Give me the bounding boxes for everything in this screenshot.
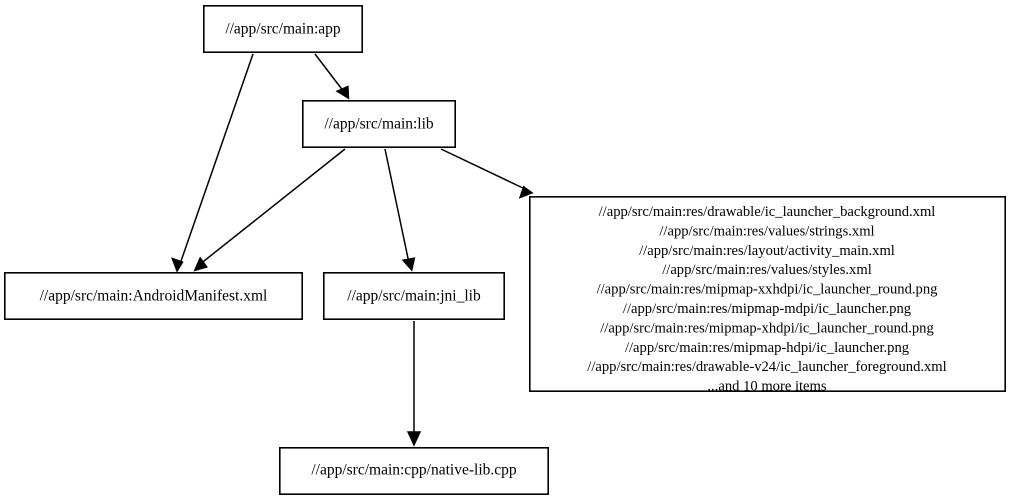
resource-line: //app/src/main:res/values/styles.xml bbox=[662, 262, 872, 278]
node-app[interactable]: //app/src/main:app bbox=[203, 5, 363, 54]
node-jni-lib[interactable]: //app/src/main:jni_lib bbox=[322, 271, 505, 320]
node-android-manifest-box[interactable] bbox=[4, 271, 303, 320]
node-native-lib-cpp[interactable]: //app/src/main:cpp/native-lib.cpp bbox=[278, 446, 549, 495]
arrowhead-icon bbox=[170, 257, 184, 273]
edge-lib-to-resources bbox=[440, 148, 534, 199]
node-lib-box[interactable] bbox=[301, 100, 456, 149]
node-app-label: //app/src/main:app bbox=[225, 21, 341, 38]
edge-line bbox=[198, 148, 346, 266]
resource-line: //app/src/main:res/mipmap-xxhdpi/ic_laun… bbox=[597, 282, 939, 298]
edge-layer bbox=[170, 53, 534, 447]
arrowhead-icon bbox=[406, 431, 422, 447]
resource-line: //app/src/main:res/drawable/ic_launcher_… bbox=[599, 204, 936, 220]
node-lib-label: //app/src/main:lib bbox=[324, 116, 434, 133]
node-lib[interactable]: //app/src/main:lib bbox=[301, 100, 456, 149]
edge-line bbox=[314, 53, 345, 93]
node-resources-cluster[interactable]: //app/src/main:res/drawable/ic_launcher_… bbox=[528, 196, 1006, 395]
edge-line bbox=[384, 148, 410, 264]
edge-app-to-manifest bbox=[170, 53, 254, 273]
resource-line: ...and 10 more items bbox=[707, 379, 826, 395]
node-native-lib-cpp-label: //app/src/main:cpp/native-lib.cpp bbox=[311, 462, 517, 479]
node-resources-cluster-lines: //app/src/main:res/drawable/ic_launcher_… bbox=[587, 204, 946, 395]
resource-line: //app/src/main:res/layout/activity_main.… bbox=[639, 243, 895, 259]
edge-line bbox=[179, 53, 254, 265]
node-layer: //app/src/main:app //app/src/main:lib //… bbox=[4, 5, 1006, 495]
node-resources-cluster-box[interactable] bbox=[528, 196, 1006, 392]
arrowhead-icon bbox=[401, 257, 416, 272]
node-jni-lib-box[interactable] bbox=[322, 271, 505, 320]
node-jni-lib-label: //app/src/main:jni_lib bbox=[347, 288, 481, 305]
edge-app-to-lib bbox=[314, 53, 350, 100]
node-app-box[interactable] bbox=[203, 5, 363, 54]
arrowhead-icon bbox=[335, 85, 350, 100]
edge-lib-to-manifest bbox=[193, 148, 346, 272]
node-android-manifest[interactable]: //app/src/main:AndroidManifest.xml bbox=[4, 271, 303, 320]
node-native-lib-cpp-box[interactable] bbox=[278, 446, 549, 495]
arrowhead-icon bbox=[193, 256, 208, 272]
arrowhead-icon bbox=[518, 185, 534, 199]
resource-line: //app/src/main:res/values/strings.xml bbox=[659, 223, 874, 239]
node-android-manifest-label: //app/src/main:AndroidManifest.xml bbox=[40, 288, 268, 305]
resource-line: //app/src/main:res/mipmap-mdpi/ic_launch… bbox=[623, 301, 912, 317]
resource-line: //app/src/main:res/mipmap-hdpi/ic_launch… bbox=[625, 340, 910, 356]
edge-jni-lib-to-native-lib bbox=[406, 321, 422, 447]
resource-line: //app/src/main:res/mipmap-xhdpi/ic_launc… bbox=[600, 320, 934, 336]
edge-line bbox=[440, 148, 526, 190]
edge-lib-to-jni-lib bbox=[384, 148, 416, 272]
resource-line: //app/src/main:res/drawable-v24/ic_launc… bbox=[587, 359, 946, 375]
